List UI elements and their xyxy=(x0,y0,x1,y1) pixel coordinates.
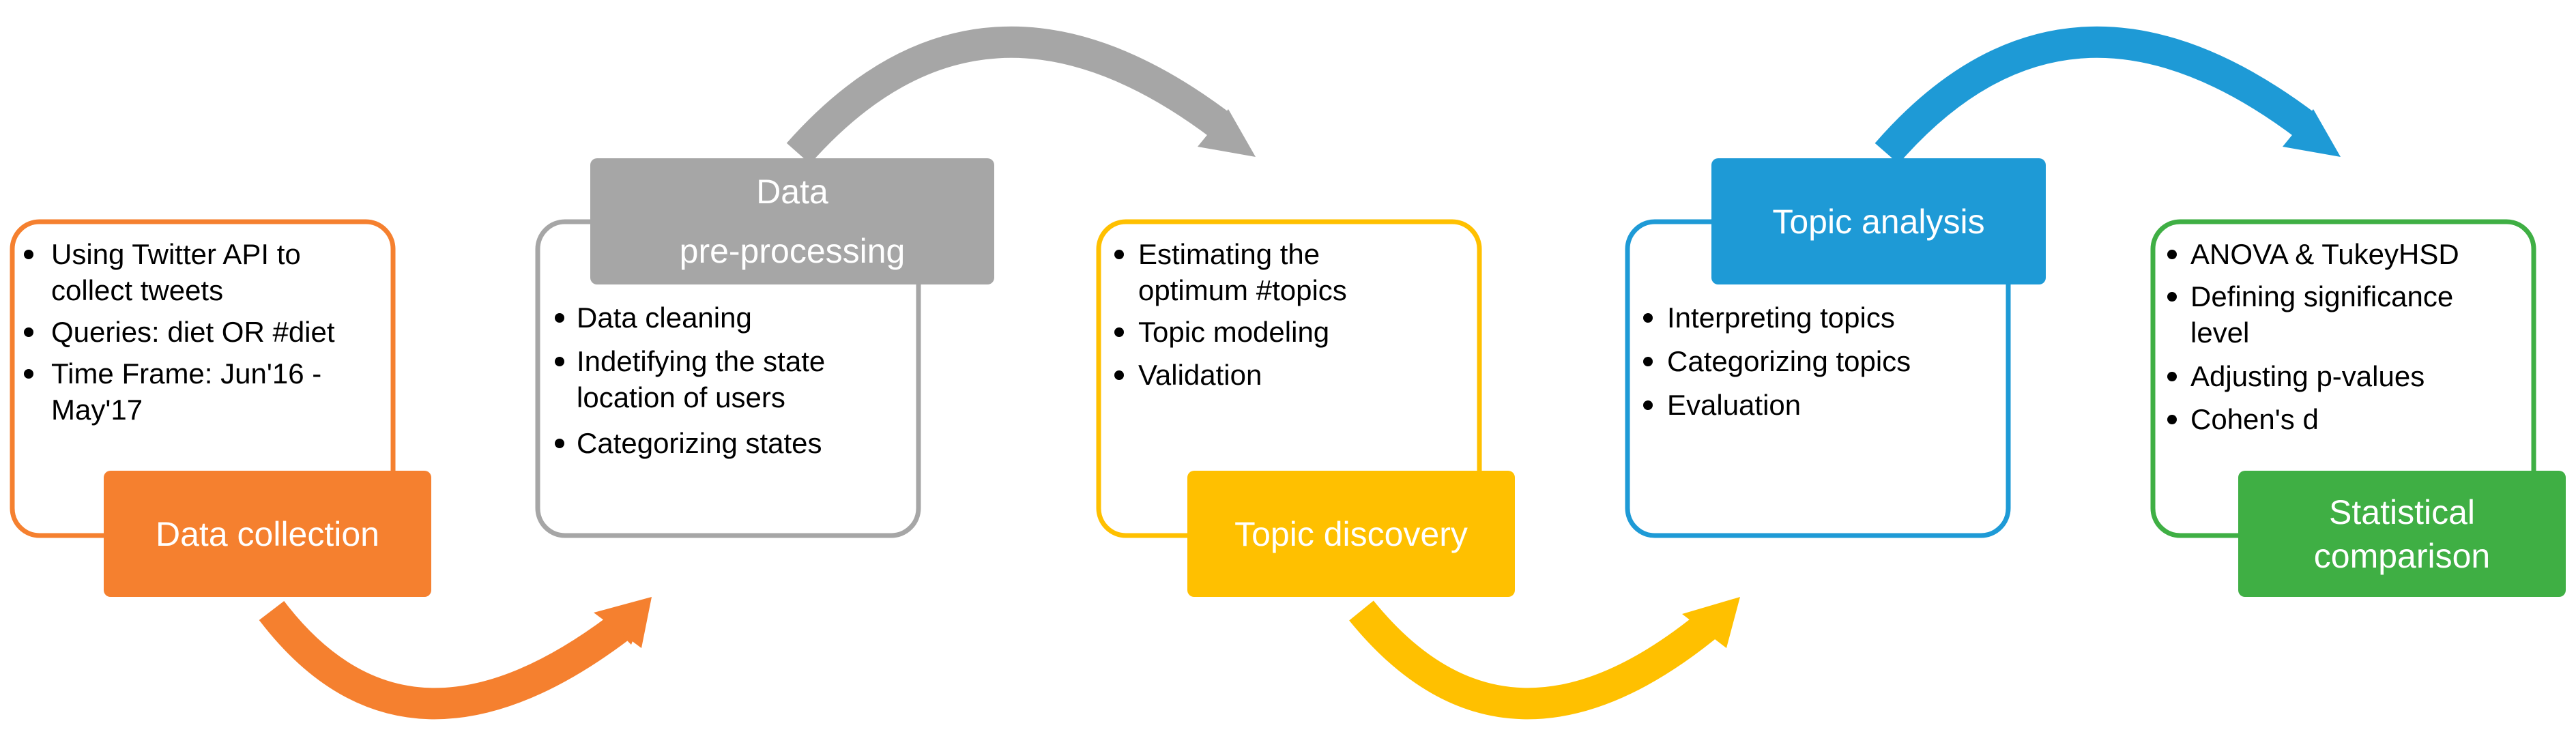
stage-2-label-box xyxy=(590,158,994,284)
stage-1-item-3-line-1: Time Frame: Jun'16 - xyxy=(51,357,321,390)
stage-5-item-2-line-1: Defining significance xyxy=(2190,280,2453,312)
stage-5-item-2-line-2: level xyxy=(2190,317,2249,349)
stage-1-item-2: Queries: diet OR #diet xyxy=(51,316,335,348)
bullet-icon xyxy=(555,357,564,366)
bullet-icon xyxy=(1114,370,1124,380)
bullet-icon xyxy=(2167,292,2177,302)
arrow-analysis-to-comparison xyxy=(1875,26,2316,164)
bullet-icon xyxy=(555,439,564,448)
stage-1-item-1-line-1: Using Twitter API to xyxy=(51,238,301,270)
stage-3-label-box xyxy=(1187,471,1515,597)
stage-2-item-2-line-2: location of users xyxy=(577,381,785,413)
stage-3-label: Topic discovery xyxy=(1234,515,1468,553)
bullet-icon xyxy=(2167,250,2177,259)
arrow-head-gray xyxy=(1198,109,1256,157)
stage-outlines xyxy=(10,219,2536,538)
stage-5-label-box xyxy=(2238,471,2566,597)
stage-3-item-1-line-2: optimum #topics xyxy=(1138,274,1347,306)
stage-4-list: Interpreting topics Categorizing topics … xyxy=(1643,302,1911,421)
arrow-head-blue xyxy=(2283,109,2341,157)
stage-3-item-1-line-1: Estimating the xyxy=(1138,238,1320,270)
stage-4-item-1: Interpreting topics xyxy=(1667,302,1895,334)
stage-1-item-3-line-2: May'17 xyxy=(51,394,143,426)
bullet-icon xyxy=(2167,372,2177,381)
stage-2-label-line-2: pre-processing xyxy=(680,232,906,270)
stage-2-list: Data cleaning Indetifying the state loca… xyxy=(555,302,825,459)
stage-5-list: ANOVA & TukeyHSD Defining significance l… xyxy=(2167,238,2459,435)
bullet-icon xyxy=(1114,250,1124,259)
stage-1-item-1-line-2: collect tweets xyxy=(51,274,223,306)
stage-5-item-1: ANOVA & TukeyHSD xyxy=(2190,238,2459,270)
stage-4-item-2: Categorizing topics xyxy=(1667,345,1911,377)
stage-3-item-2: Topic modeling xyxy=(1138,316,1329,348)
bullet-icon xyxy=(1643,400,1653,410)
bullet-icon xyxy=(1643,357,1653,366)
stage-5-item-4: Cohen's d xyxy=(2190,403,2319,435)
bullet-icon xyxy=(1643,313,1653,323)
bullet-icon xyxy=(2167,415,2177,424)
arrow-head-yellow xyxy=(1682,597,1740,648)
stage-1-list: Using Twitter API to collect tweets Quer… xyxy=(24,238,335,426)
stage-4-label: Topic analysis xyxy=(1772,203,1984,241)
stage-3-list: Estimating the optimum #topics Topic mod… xyxy=(1114,238,1347,391)
arrow-collection-to-preprocessing xyxy=(259,601,638,720)
stage-4-item-3: Evaluation xyxy=(1667,389,1801,421)
stage-2-item-3: Categorizing states xyxy=(577,427,822,459)
stage-1-label: Data collection xyxy=(156,515,379,553)
stage-2-item-2-line-1: Indetifying the state xyxy=(577,345,825,377)
stage-labels: Data collection Data pre-processing Topi… xyxy=(104,158,2566,597)
stage-1-label-box xyxy=(104,471,431,597)
bullet-icon xyxy=(555,313,564,323)
connector-arcs xyxy=(259,26,2341,720)
bullet-icon xyxy=(1114,327,1124,337)
stage-5-label-line-1: Statistical xyxy=(2329,493,2475,531)
stage-5-label-line-2: comparison xyxy=(2314,537,2490,575)
stage-2-label-line-1: Data xyxy=(756,173,828,211)
arrow-discovery-to-analysis xyxy=(1349,600,1723,720)
stage-3-item-3: Validation xyxy=(1138,359,1262,391)
arrow-preprocessing-to-discovery xyxy=(786,26,1231,164)
bullet-icon xyxy=(24,327,33,337)
bullet-icon xyxy=(24,250,33,259)
stage-2-item-1: Data cleaning xyxy=(577,302,752,334)
bullet-icon xyxy=(24,369,33,379)
stage-5-item-3: Adjusting p-values xyxy=(2190,360,2425,392)
arrow-head-orange-tip xyxy=(594,597,652,648)
stage-4-label-box xyxy=(1711,158,2046,284)
